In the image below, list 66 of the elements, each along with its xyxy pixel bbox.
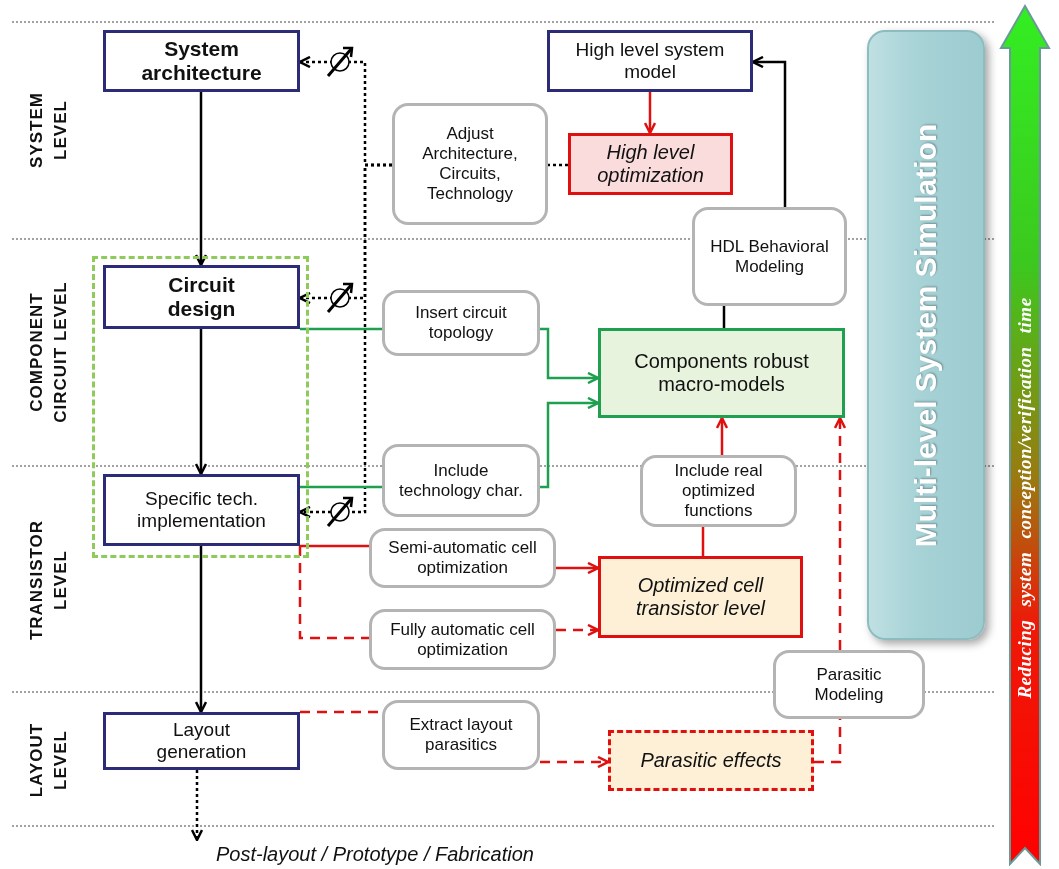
arrow — [298, 163, 392, 519]
level-label: SYSTEM LEVEL — [26, 91, 71, 170]
optimization-box — [568, 133, 733, 195]
process-box — [103, 265, 300, 329]
simulation-panel — [867, 30, 985, 640]
node-text: Optimized cell transistor level — [635, 574, 767, 620]
effects-box — [608, 730, 814, 791]
arrow — [540, 396, 600, 489]
connector-line — [722, 306, 726, 328]
step-box — [369, 528, 556, 588]
connector-line — [548, 163, 568, 167]
step-box — [692, 207, 847, 306]
node-text: Extract layout parasitics — [408, 715, 514, 755]
node-text: Semi-automatic cell optimization — [387, 538, 538, 578]
step-box — [382, 700, 540, 770]
model-box — [598, 328, 845, 418]
step-box — [392, 103, 548, 225]
node-text: Layout generation — [155, 719, 248, 763]
level-label: TRANSISTOR LEVEL — [26, 518, 71, 643]
process-box — [547, 30, 753, 92]
arrow — [540, 327, 600, 385]
process-box — [103, 30, 300, 92]
node-text: Components robust macro-models — [633, 350, 810, 396]
process-box — [103, 474, 300, 546]
arrow — [194, 92, 208, 267]
process-box — [103, 712, 300, 770]
panel-title: Multi-level System Simulation — [909, 123, 943, 547]
arrow — [715, 416, 729, 455]
arrow — [556, 561, 600, 575]
node-text: Include real optimized functions — [673, 461, 764, 521]
arrow — [643, 92, 657, 135]
optimization-box — [598, 556, 803, 638]
arrow — [556, 623, 600, 637]
node-text: Parasitic Modeling — [813, 664, 885, 705]
connector-line — [701, 527, 705, 556]
node-text: High level optimization — [596, 141, 705, 187]
arrow — [194, 546, 208, 714]
node-text: Insert circuit topology — [414, 303, 508, 343]
node-text: Adjust Architecture, Circuits, Technology — [421, 124, 519, 204]
arrow-label: Reducing system conception/verification time — [1014, 297, 1036, 699]
node-text: Include technology char. — [398, 460, 524, 501]
connector-line — [298, 546, 369, 640]
node-text: Specific tech. implementation — [136, 488, 267, 532]
node-text: System architecture — [140, 37, 263, 85]
step-box — [369, 609, 556, 670]
group-frame — [92, 256, 309, 558]
arrow — [540, 755, 610, 769]
connector-line — [300, 327, 382, 331]
step-box — [640, 455, 797, 527]
arrow — [751, 55, 787, 207]
connector-line — [300, 544, 369, 548]
outcome-text: Post-layout / Prototype / Fabrication — [215, 842, 534, 866]
node-text: Fully automatic cell optimization — [389, 619, 536, 660]
step-box — [773, 650, 925, 719]
level-label: COMPONENT CIRCUIT LEVEL — [26, 280, 71, 425]
connector-line — [300, 485, 382, 489]
node-text: High level system model — [574, 39, 726, 83]
node-text: Circuit design — [166, 273, 237, 321]
level-label: LAYOUT LEVEL — [26, 721, 71, 800]
node-text: HDL Behavioral Modeling — [709, 236, 830, 277]
step-box — [382, 444, 540, 517]
arrow — [190, 770, 204, 842]
arrow — [194, 329, 208, 476]
step-box — [382, 290, 540, 356]
node-text: Parasitic effects — [639, 749, 783, 772]
arrow — [833, 416, 847, 650]
